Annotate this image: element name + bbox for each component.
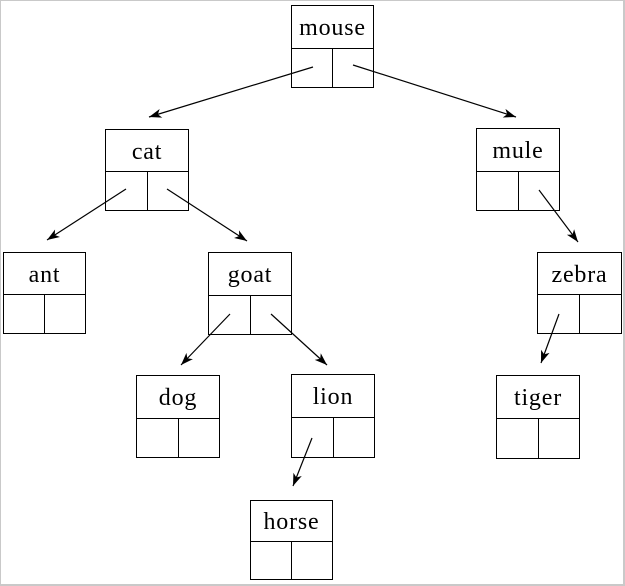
tree-node-horse: horse [250,500,333,580]
tree-node-ant: ant [3,252,86,334]
node-label: mouse [292,6,373,49]
node-pointer-cells [497,419,579,458]
left-pointer-cell [137,418,179,457]
edge-cat-goat-arrow [166,188,248,242]
left-pointer-cell [209,295,251,334]
right-pointer-cell [334,418,375,457]
node-pointer-cells [209,295,292,334]
edge-mule-zebra-arrow [538,189,579,243]
right-pointer-cell [539,419,580,458]
right-pointer-cell [333,49,373,87]
node-pointer-cells [4,295,85,333]
edge-zebra-tiger-arrow [540,313,560,364]
right-pointer-cell [179,419,220,457]
edge-cat-ant-arrow [46,188,127,241]
left-pointer-cell [497,419,539,458]
right-pointer-cell [148,172,189,210]
node-label: dog [137,376,219,419]
tree-node-mouse: mouse [291,5,374,88]
node-label: zebra [538,253,621,296]
edge-mouse-cat-arrow [148,66,314,118]
node-pointer-cells [106,172,188,210]
node-label: horse [251,501,332,543]
node-pointer-cells [251,542,332,579]
node-label: goat [209,253,291,296]
edge-lion-horse-arrow [292,437,313,487]
tree-node-lion: lion [291,374,375,458]
edge-goat-lion-arrow [270,313,328,366]
left-pointer-cell [251,542,292,579]
left-pointer-cell [292,48,333,87]
tree-node-cat: cat [105,129,189,211]
tree-node-goat: goat [208,252,292,335]
node-pointer-cells [137,418,220,457]
tree-node-tiger: tiger [496,375,580,459]
left-pointer-cell [4,295,45,333]
right-pointer-cell [292,542,332,579]
edge-goat-dog-arrow [180,313,231,366]
node-label: mule [477,129,559,172]
right-pointer-cell [580,295,621,333]
left-pointer-cell [292,418,334,457]
node-label: tiger [497,376,579,420]
node-label: lion [292,375,374,419]
left-pointer-cell [477,171,519,210]
tree-node-zebra: zebra [537,252,622,334]
node-pointer-cells [477,171,560,210]
node-pointer-cells [292,48,373,87]
node-pointer-cells [292,418,374,457]
right-pointer-cell [45,295,85,333]
tree-node-mule: mule [476,128,560,211]
node-label: ant [4,253,85,296]
left-pointer-cell [106,172,148,210]
node-label: cat [106,130,188,173]
edge-mouse-mule-arrow [352,64,517,118]
right-pointer-cell [251,296,292,334]
right-pointer-cell [519,172,560,210]
tree-node-dog: dog [136,375,220,458]
node-pointer-cells [538,295,621,333]
left-pointer-cell [538,295,580,333]
